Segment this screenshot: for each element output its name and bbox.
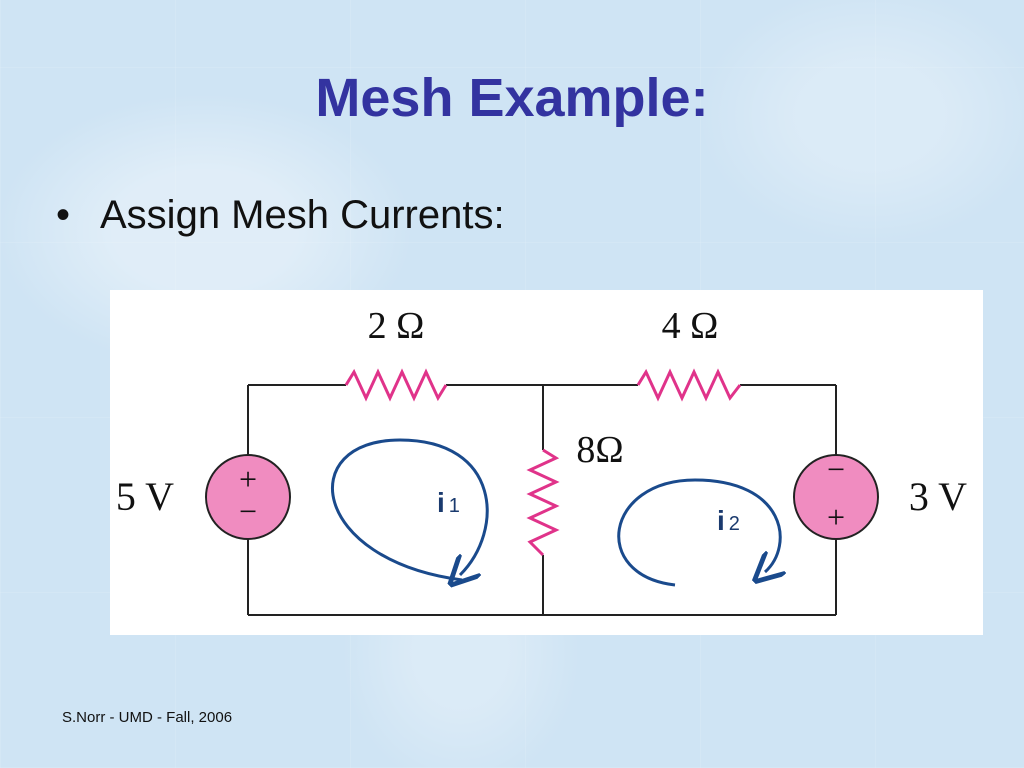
resistor-2ohm-label: 2 Ω: [368, 305, 425, 347]
voltage-source-right: [793, 454, 879, 540]
mesh-current-2-arrow: [617, 478, 780, 587]
resistor-2ohm: [344, 368, 448, 402]
resistor-8ohm-label: 8Ω: [576, 429, 623, 471]
source-left-voltage-label: 5 V: [116, 474, 174, 519]
source-right-voltage-label: 3 V: [909, 474, 967, 519]
voltage-source-left: [205, 454, 291, 540]
footer-credit: S.Norr - UMD - Fall, 2006: [62, 709, 233, 726]
source-right-plus: +: [827, 499, 845, 535]
resistor-4ohm-label: 4 Ω: [662, 305, 719, 347]
source-left-plus: +: [239, 461, 257, 497]
source-left-minus: −: [239, 493, 257, 529]
bullet-symbol: •: [56, 193, 71, 237]
resistor-8ohm: [526, 448, 560, 557]
mesh-current-1-arrow: [331, 438, 489, 580]
slide-title: Mesh Example:: [315, 68, 709, 128]
bullet-item: • Assign Mesh Currents:: [56, 188, 505, 242]
circuit-wires: [247, 384, 837, 616]
source-right-minus: −: [827, 451, 845, 487]
bullet-text: Assign Mesh Currents:: [100, 193, 505, 237]
resistor-4ohm: [636, 368, 742, 402]
